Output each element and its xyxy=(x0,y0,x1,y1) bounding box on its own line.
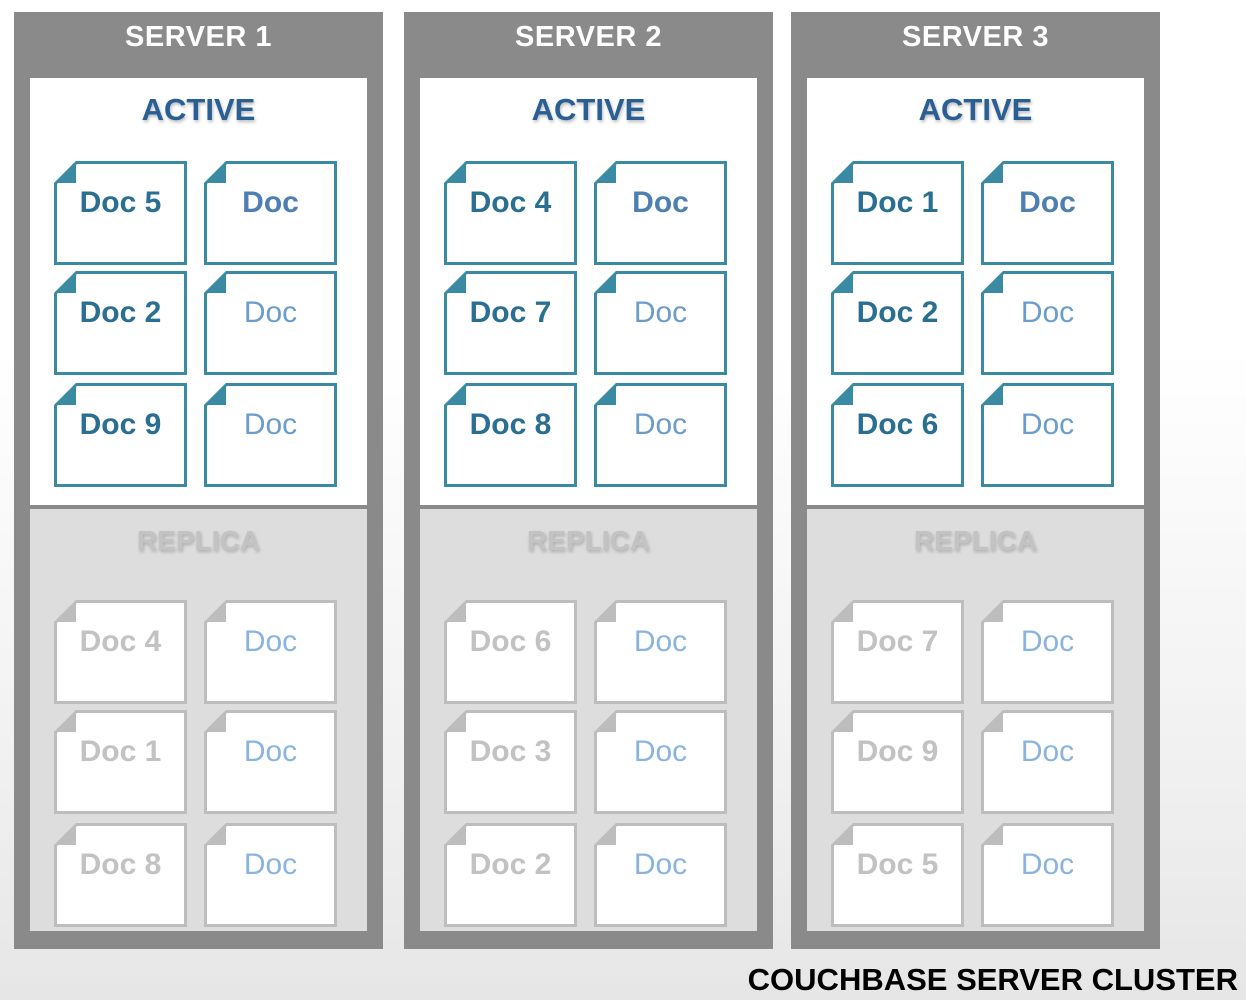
doc-label: Doc xyxy=(1020,296,1075,329)
doc-label: Doc xyxy=(242,186,299,219)
document-icon: Doc 4 xyxy=(444,161,577,265)
document-icon: Doc xyxy=(594,383,727,487)
doc-label: Doc 8 xyxy=(79,848,162,881)
document-icon: Doc 2 xyxy=(444,823,577,927)
document-icon: Doc xyxy=(594,271,727,375)
document-icon: Doc xyxy=(204,600,337,704)
active-title: ACTIVE xyxy=(531,92,646,127)
document-icon: Doc xyxy=(204,823,337,927)
doc-label: Doc xyxy=(633,848,688,881)
doc-label: Doc xyxy=(243,296,298,329)
doc-label: Doc 3 xyxy=(469,735,552,768)
document-icon: Doc xyxy=(594,710,727,814)
server-title: SERVER 2 xyxy=(515,21,662,53)
doc-label: Doc 9 xyxy=(79,408,162,441)
doc-label: Doc 1 xyxy=(79,735,162,768)
document-icon: Doc xyxy=(204,710,337,814)
server-title: SERVER 1 xyxy=(125,21,272,53)
cluster-label: COUCHBASE SERVER CLUSTER xyxy=(747,962,1238,997)
doc-label: Doc 8 xyxy=(469,408,552,441)
document-icon: Doc 2 xyxy=(54,271,187,375)
document-icon: Doc xyxy=(594,823,727,927)
document-icon: Doc 5 xyxy=(831,823,964,927)
replica-title: REPLICA xyxy=(527,525,650,556)
server-column-2: SERVER 2 ACTIVE Doc 4 Doc Doc 7 Doc Doc … xyxy=(404,12,773,949)
doc-label: Doc 7 xyxy=(469,296,552,329)
doc-label: Doc 6 xyxy=(469,625,552,658)
doc-label: Doc xyxy=(633,735,688,768)
doc-label: Doc xyxy=(243,408,298,441)
document-icon: Doc 6 xyxy=(444,600,577,704)
active-panel: ACTIVE Doc 4 Doc Doc 7 Doc Doc 8 Doc xyxy=(420,78,757,505)
document-icon: Doc xyxy=(204,161,337,265)
doc-label: Doc 4 xyxy=(79,625,162,658)
document-icon: Doc xyxy=(594,161,727,265)
document-icon: Doc 8 xyxy=(54,823,187,927)
doc-label: Doc xyxy=(1020,848,1075,881)
server-column-3: SERVER 3 ACTIVE Doc 1 Doc Doc 2 Doc Doc … xyxy=(791,12,1160,949)
document-icon: Doc 4 xyxy=(54,600,187,704)
document-icon: Doc xyxy=(981,600,1114,704)
document-icon: Doc xyxy=(594,600,727,704)
doc-label: Doc 5 xyxy=(856,848,939,881)
doc-label: Doc 2 xyxy=(469,848,552,881)
doc-label: Doc 6 xyxy=(856,408,939,441)
doc-label: Doc xyxy=(633,408,688,441)
document-icon: Doc 5 xyxy=(54,161,187,265)
document-icon: Doc 7 xyxy=(831,600,964,704)
document-icon: Doc 6 xyxy=(831,383,964,487)
document-icon: Doc xyxy=(204,271,337,375)
doc-label: Doc xyxy=(243,735,298,768)
doc-label: Doc xyxy=(1019,186,1076,219)
doc-label: Doc xyxy=(1020,625,1075,658)
active-title: ACTIVE xyxy=(918,92,1033,127)
doc-label: Doc 9 xyxy=(856,735,939,768)
document-icon: Doc 9 xyxy=(831,710,964,814)
doc-label: Doc 4 xyxy=(469,186,552,219)
document-icon: Doc 7 xyxy=(444,271,577,375)
active-panel: ACTIVE Doc 5 Doc Doc 2 Doc Doc 9 Doc xyxy=(30,78,367,505)
server-title: SERVER 3 xyxy=(902,21,1049,53)
active-panel: ACTIVE Doc 1 Doc Doc 2 Doc Doc 6 Doc xyxy=(807,78,1144,505)
document-icon: Doc xyxy=(981,383,1114,487)
document-icon: Doc 2 xyxy=(831,271,964,375)
document-icon: Doc xyxy=(204,383,337,487)
doc-label: Doc xyxy=(632,186,689,219)
doc-label: Doc 2 xyxy=(79,296,162,329)
document-icon: Doc 3 xyxy=(444,710,577,814)
document-icon: Doc xyxy=(981,161,1114,265)
document-icon: Doc xyxy=(981,710,1114,814)
doc-label: Doc xyxy=(633,296,688,329)
replica-panel: REPLICA Doc 4 Doc Doc 1 Doc Doc 8 Doc xyxy=(30,509,367,931)
replica-panel: REPLICA Doc 7 Doc Doc 9 Doc Doc 5 Doc xyxy=(807,509,1144,931)
document-icon: Doc xyxy=(981,271,1114,375)
replica-title: REPLICA xyxy=(137,525,260,556)
doc-label: Doc xyxy=(633,625,688,658)
doc-label: Doc xyxy=(243,625,298,658)
document-icon: Doc 9 xyxy=(54,383,187,487)
doc-label: Doc xyxy=(1020,735,1075,768)
replica-panel: REPLICA Doc 6 Doc Doc 3 Doc Doc 2 Doc xyxy=(420,509,757,931)
doc-label: Doc 1 xyxy=(856,186,939,219)
doc-label: Doc xyxy=(1020,408,1075,441)
active-title: ACTIVE xyxy=(141,92,256,127)
doc-label: Doc 7 xyxy=(856,625,939,658)
doc-label: Doc 5 xyxy=(79,186,162,219)
replica-title: REPLICA xyxy=(914,525,1037,556)
doc-label: Doc xyxy=(243,848,298,881)
document-icon: Doc xyxy=(981,823,1114,927)
document-icon: Doc 1 xyxy=(831,161,964,265)
doc-label: Doc 2 xyxy=(856,296,939,329)
document-icon: Doc 8 xyxy=(444,383,577,487)
document-icon: Doc 1 xyxy=(54,710,187,814)
server-column-1: SERVER 1 ACTIVE Doc 5 Doc Doc 2 Doc Doc … xyxy=(14,12,383,949)
